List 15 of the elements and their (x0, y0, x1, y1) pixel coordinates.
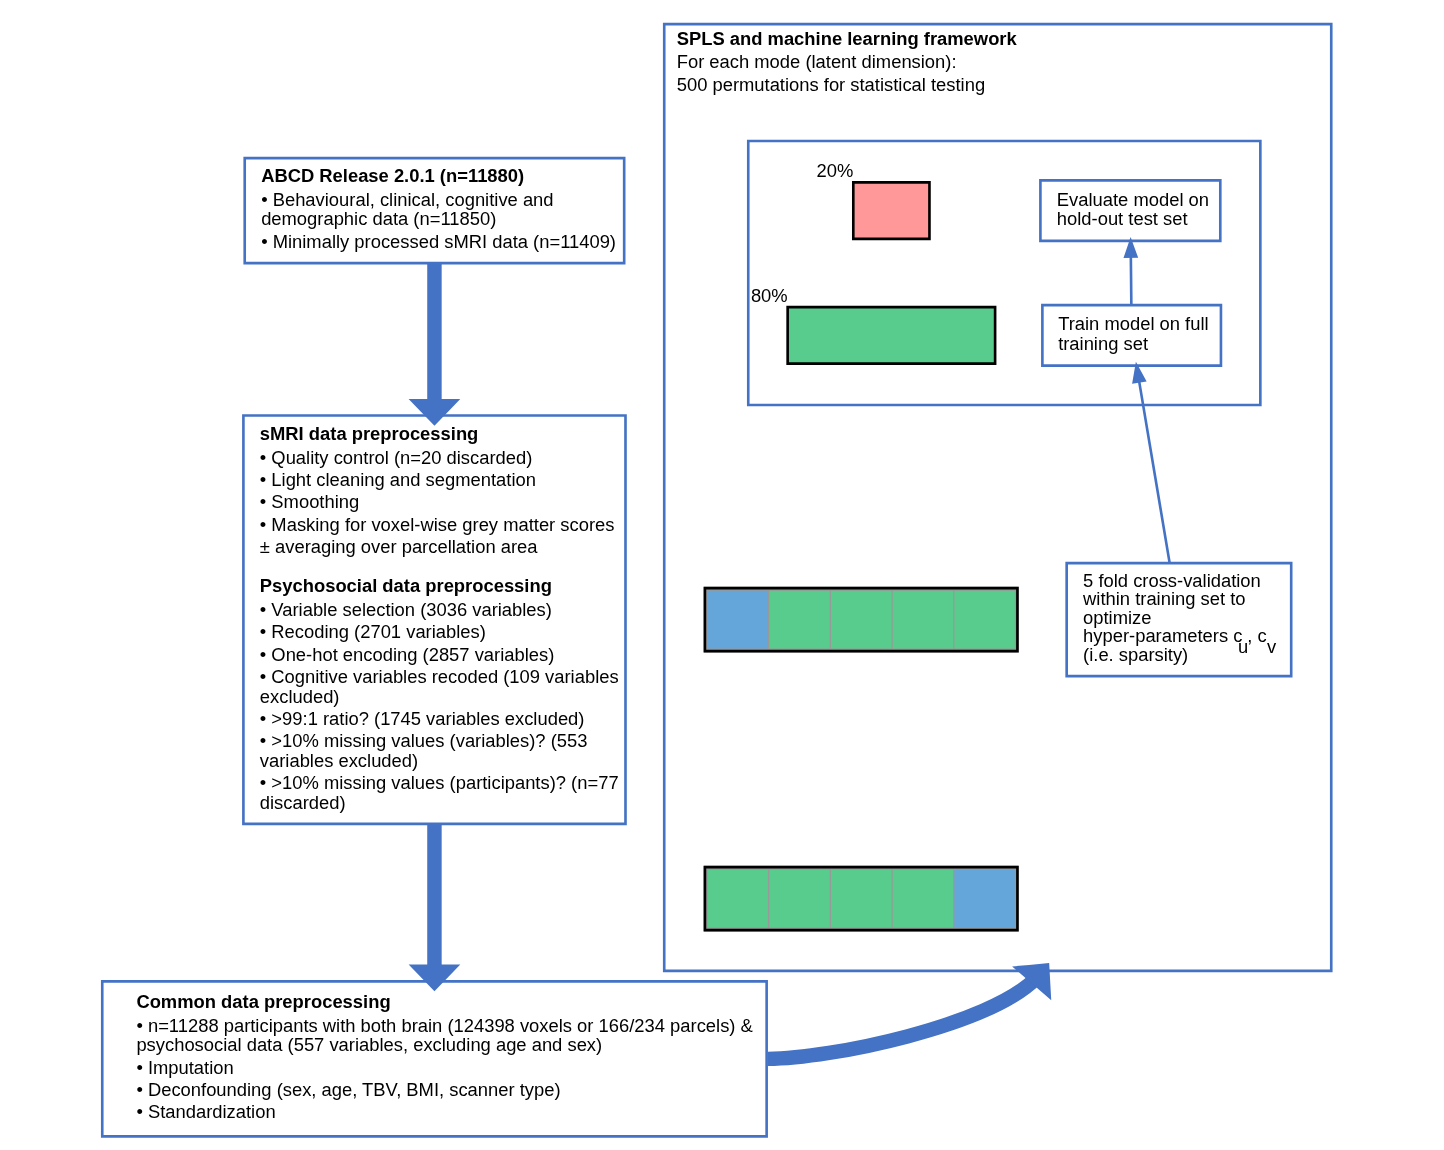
cluster (746, 139, 1262, 407)
arrow (408, 263, 461, 426)
node-box: Evaluate model on hold-out test set (1039, 179, 1222, 243)
node-box: Common data preprocessing • n=11288 participants with both brain (124398 voxels or 166/234 parcels) & psychosocial data (557 variables, excluding age and sex) • Imputation • Deconfounding (sex, age, TBV, BMI, scanner type) • Standardization (100, 980, 768, 1138)
node-box (852, 181, 931, 241)
arrow (1123, 236, 1139, 305)
node-box: Train model on full training set (1041, 303, 1223, 367)
node-box: ABCD Release 2.0.1 (n=11880) • Behavioural, clinical, cognitive and demographic data (n=11850) • Minimally processed sMRI data (n=11409) (243, 156, 626, 265)
arrow (767, 963, 1052, 1067)
node-bar (786, 305, 997, 365)
node-label: 80% (750, 285, 788, 307)
node-box: sMRI data preprocessing • Quality control (n=20 discarded) • Light cleaning and segmentation • Smoothing • Masking for voxel-wise grey matter scores ± averaging over parcellation area Psychosocial data preprocessing • Variable selection (3036 variables) • Recoding (2701 variables) • One-hot encoding (2857 variables) • Cognitive variables recoded (109 variables excluded) • >99:1 ratio? (1745 variables excluded) • >10% missing values (variables)? (553 variables excluded) • >10% missing values (participants)? (n=77 discarded) (242, 414, 627, 826)
arrow (408, 823, 461, 992)
node-label: 20% (816, 160, 854, 182)
arrow (1132, 361, 1171, 564)
